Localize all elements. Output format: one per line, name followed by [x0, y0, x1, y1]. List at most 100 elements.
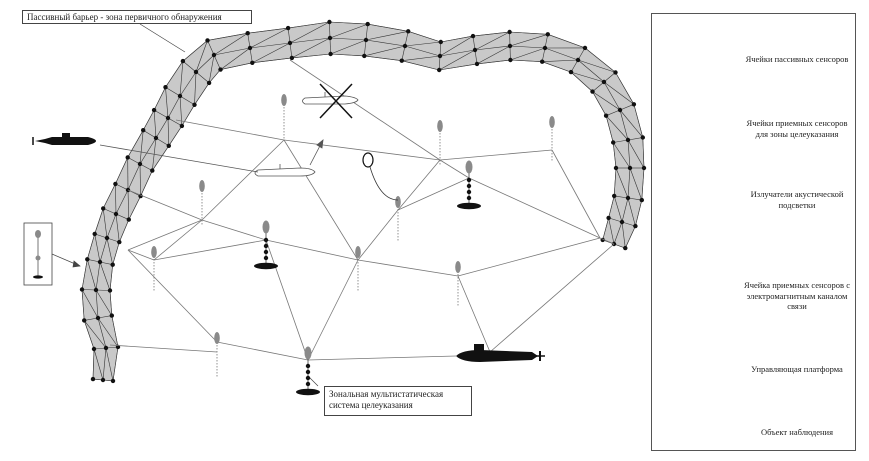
- mesh-edge: [627, 137, 643, 141]
- mesh-node: [627, 165, 633, 171]
- mesh-node: [113, 211, 119, 217]
- mesh-edge: [365, 31, 409, 41]
- legend-receiving-sensor-text: Ячейки приемных сенсоров для зоны целеук…: [746, 118, 848, 139]
- mesh-node: [606, 215, 611, 221]
- mesh-edge: [95, 289, 113, 316]
- mesh-edge: [97, 317, 107, 349]
- mesh-node: [107, 288, 113, 293]
- mesh-edge: [213, 54, 221, 70]
- emitter-element: [305, 369, 311, 375]
- mesh-edge: [510, 59, 543, 62]
- mesh-edge: [365, 24, 368, 41]
- mesh-node: [612, 193, 617, 199]
- mesh-edge: [195, 54, 215, 73]
- mesh-edge: [95, 289, 111, 291]
- mesh-node: [166, 143, 171, 148]
- mesh-edge: [329, 21, 368, 25]
- mesh-edge: [592, 91, 621, 111]
- mesh-edge: [97, 315, 112, 319]
- mesh-node: [150, 168, 155, 173]
- mesh-node: [507, 43, 513, 49]
- mesh-edge: [364, 39, 367, 56]
- mesh-edge: [194, 71, 197, 105]
- mesh-edge: [605, 115, 614, 143]
- receiving-sensor-cell: [199, 180, 205, 226]
- mesh-node: [437, 53, 443, 59]
- mesh-edge: [195, 40, 208, 73]
- sensor-cells: [151, 94, 555, 396]
- network-link: [307, 259, 359, 361]
- mesh-edge: [570, 71, 593, 92]
- mesh-node: [472, 47, 478, 53]
- mesh-edge: [181, 104, 195, 127]
- mesh-node: [507, 29, 512, 35]
- mesh-edge: [329, 23, 368, 39]
- mesh-edge: [627, 197, 636, 227]
- mesh-node: [85, 257, 90, 262]
- mesh-node: [137, 161, 143, 167]
- mesh-edge: [633, 104, 644, 138]
- mesh-edge: [97, 317, 119, 348]
- mesh-node: [110, 378, 116, 384]
- mesh-edge: [619, 104, 635, 111]
- mesh-node: [153, 135, 159, 141]
- mesh-edge: [142, 109, 155, 131]
- mesh-node: [247, 45, 253, 51]
- mesh-node: [575, 57, 581, 63]
- mesh-edge: [544, 34, 549, 49]
- mesh-edge: [615, 167, 629, 199]
- mesh-edge: [440, 35, 474, 43]
- emitter-float: [465, 160, 473, 174]
- mesh-node: [101, 206, 106, 211]
- emitter-base: [254, 262, 278, 270]
- mesh-edge: [577, 59, 616, 73]
- receiving-sensor-cell: [355, 246, 361, 292]
- mesh-edge: [627, 167, 631, 199]
- mesh-edge: [111, 315, 119, 348]
- acoustic-emitter: [457, 160, 481, 210]
- mesh-node: [193, 69, 199, 75]
- mesh-node: [103, 345, 109, 351]
- mesh-node: [287, 40, 293, 46]
- acoustic-emitter: [254, 220, 278, 270]
- mesh-edge: [115, 189, 129, 215]
- mesh-edge: [247, 33, 251, 49]
- mesh-edge: [642, 137, 645, 169]
- receiving-sensor-cell: [549, 116, 555, 162]
- mesh-edge: [605, 115, 629, 141]
- mesh-node: [613, 70, 618, 75]
- mesh-node: [180, 58, 186, 64]
- mesh-node: [470, 33, 476, 39]
- mesh-edge: [330, 39, 367, 55]
- mesh-edge: [213, 32, 248, 56]
- network-link: [153, 219, 203, 261]
- mesh-edge: [99, 237, 108, 263]
- mesh-edge: [153, 110, 157, 139]
- network-link: [127, 189, 203, 221]
- mesh-edge: [474, 49, 478, 64]
- mesh-edge: [404, 45, 441, 57]
- receiving-sensor-cell: [214, 332, 220, 378]
- sensor-float: [437, 120, 443, 132]
- mesh-node: [474, 61, 480, 67]
- sensor-float: [395, 196, 401, 208]
- mesh-node: [165, 115, 171, 121]
- mesh-node: [151, 107, 157, 113]
- mesh-edge: [547, 34, 586, 49]
- mesh-edge: [330, 53, 365, 57]
- vessels: [32, 83, 545, 362]
- receiving-sensor-cell: [151, 246, 157, 292]
- mesh-edge: [602, 217, 609, 240]
- mesh-edge: [155, 137, 169, 147]
- network-link: [127, 249, 155, 261]
- mesh-edge: [619, 109, 644, 138]
- mesh-edge: [509, 45, 546, 49]
- network-link: [127, 249, 218, 343]
- mesh-edge: [249, 47, 253, 63]
- barrier-band: [81, 21, 645, 382]
- mesh-node: [603, 113, 609, 118]
- mesh-edge: [613, 221, 623, 245]
- mesh-edge: [179, 95, 195, 106]
- network-link: [468, 177, 601, 239]
- mesh-node: [545, 32, 550, 37]
